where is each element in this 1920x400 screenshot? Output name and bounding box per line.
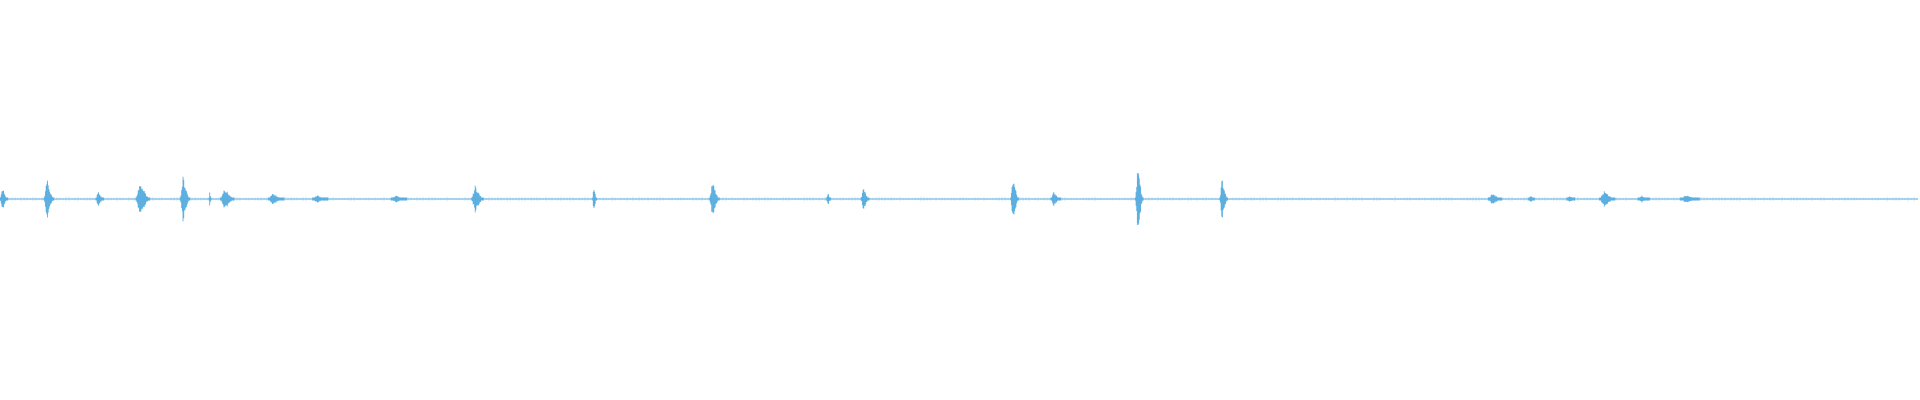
waveform-burst (826, 194, 831, 204)
waveform-burst (1219, 180, 1228, 218)
waveform-burst (0, 190, 8, 208)
waveform-burst (268, 194, 285, 204)
waveform-burst (1010, 183, 1019, 215)
waveform-burst (709, 184, 720, 214)
waveform-burst (1487, 194, 1503, 204)
waveform-burst (1050, 192, 1062, 206)
waveform-burst (95, 192, 105, 206)
waveform-burst (208, 192, 212, 206)
waveform-burst (592, 190, 597, 208)
waveform-burst (1528, 196, 1535, 202)
waveform-burst (1599, 191, 1616, 207)
waveform-burst (390, 195, 408, 203)
waveform-burst (220, 190, 235, 208)
waveform-burst (135, 186, 151, 212)
waveform-burst (312, 195, 329, 203)
waveform-burst (471, 185, 484, 213)
waveform-burst (1135, 173, 1144, 225)
waveform-burst (1566, 196, 1576, 202)
waveform-noise (0, 196, 1918, 202)
waveform-burst (43, 180, 55, 218)
waveform-burst (860, 189, 870, 209)
waveform-burst (179, 176, 191, 222)
waveform-burst (1679, 195, 1700, 203)
waveform-burst (1637, 195, 1650, 203)
waveform-segments (0, 173, 1700, 225)
